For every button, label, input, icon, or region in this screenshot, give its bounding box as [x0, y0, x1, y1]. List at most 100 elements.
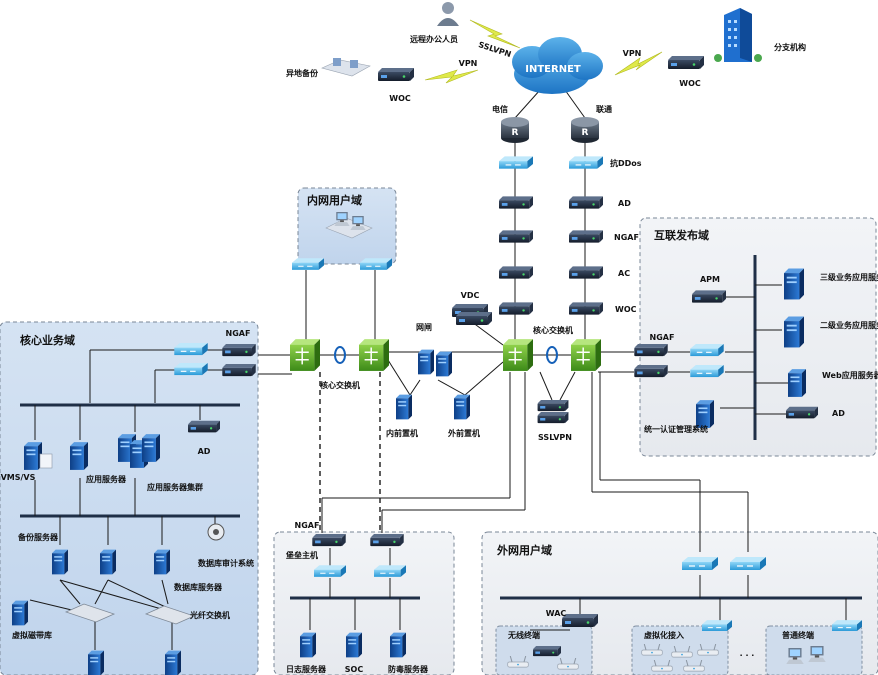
publish-ngaf-device-b [634, 365, 668, 378]
normal-terminal-switch [832, 620, 862, 632]
uam-server [696, 400, 714, 428]
normal-terminal-label: 普通终端 [782, 630, 814, 640]
ngaf-device-right [569, 230, 603, 243]
vtl-label: 虚拟磁带库 [12, 630, 52, 640]
wireless-label: 无线终端 [507, 630, 540, 640]
storage-server-b [165, 650, 181, 675]
zone-core-business-title: 核心业务域 [20, 333, 75, 347]
core-ngaf-device-a [222, 344, 256, 357]
wac-label: WAC [546, 609, 567, 618]
core-switch-left-a [290, 338, 320, 372]
ops-switch-a [314, 565, 346, 578]
core-ngaf-device-b [222, 364, 256, 377]
log-server-label: 日志服务器 [286, 664, 327, 674]
db-audit-icon [207, 523, 225, 541]
sslvpn-device [537, 400, 569, 424]
core-switch-right-b [571, 338, 601, 372]
wan-links [424, 19, 663, 84]
storage-server-a [88, 650, 104, 675]
l3-server [784, 268, 804, 300]
log-server [300, 632, 316, 658]
ac-device-right [569, 266, 603, 279]
publish-ad-device [786, 406, 818, 419]
business-ad-label: AD [198, 447, 211, 456]
db-audit-label: 数据库审计系统 [198, 558, 254, 568]
backup-server-label: 备份服务器 [17, 532, 59, 542]
chain-ngaf-label: NGAF [614, 233, 639, 242]
vdc-label: VDC [461, 291, 480, 300]
publish-switch-b [690, 365, 724, 378]
vms-server [24, 442, 42, 470]
trunk-link-right-icon [546, 346, 558, 364]
gap-server-b [436, 351, 452, 377]
ops-switch-b [374, 565, 406, 578]
l2-server-label: 二级业务应用服务器 [820, 320, 878, 330]
sslvpn-label: SSLVPN [538, 433, 572, 442]
woc-right-device [668, 56, 704, 69]
inner-frontend-server [396, 394, 412, 420]
wac-device [562, 614, 598, 627]
fc-switch-icons [64, 603, 196, 625]
business-switch-b [174, 363, 208, 376]
ad-device-right [569, 196, 603, 209]
chain-ad-label: AD [618, 199, 631, 208]
zone-external-users-title: 外网用户域 [496, 543, 552, 557]
av-server-label: 防毒服务器 [388, 664, 429, 674]
zone-internet-publish: 互联发布域 [639, 217, 877, 457]
dots-label: · · · [740, 651, 755, 660]
ops-ngaf-device-b [370, 534, 404, 547]
chain-woc-label: WOC [615, 305, 637, 314]
intranet-switch-right [360, 258, 392, 271]
branch-label: 分支机构 [774, 42, 806, 52]
anti-ddos-device-left [499, 156, 533, 170]
apm-label: APM [700, 275, 720, 284]
backup-server [52, 549, 68, 575]
db-server-label: 数据库服务器 [174, 582, 223, 592]
core-ngaf-label: NGAF [226, 329, 251, 338]
woc-device-left [499, 302, 533, 315]
fc-switch-label: 光纤交换机 [189, 610, 230, 620]
business-switch-a [174, 343, 208, 356]
db-server-a [100, 549, 116, 575]
virtual-access-label: 虚拟化接入 [644, 630, 684, 640]
core-switch-left-label: 核心交换机 [320, 380, 360, 390]
vpn-right-label: VPN [623, 49, 642, 58]
vms-label: VMS/VS [1, 473, 36, 482]
inner-frontend-label: 内前置机 [386, 428, 418, 438]
web-server [788, 369, 806, 397]
ac-device-left [499, 266, 533, 279]
app-server-label: 应用服务器 [86, 474, 127, 484]
outer-frontend-server [454, 394, 470, 420]
anti-ddos-device-right [569, 156, 603, 170]
backup-site-icon [321, 58, 371, 77]
uam-label: 统一认证管理系统 [644, 424, 708, 434]
telecom-label: 电信 [492, 104, 508, 114]
unicom-router-icon [571, 117, 599, 143]
apm-device [692, 290, 726, 303]
wireless-ap-device [533, 646, 561, 657]
l2-server [784, 316, 804, 348]
app-server [70, 442, 88, 470]
vpn-left-label: VPN [459, 59, 478, 68]
chain-ac-label: AC [618, 269, 630, 278]
ops-ngaf-label: NGAF [295, 521, 320, 530]
internet-cloud: INTERNET [512, 37, 603, 94]
vdc-device-b [456, 312, 492, 325]
publish-switch-a [690, 344, 724, 357]
outer-frontend-label: 外前置机 [448, 428, 480, 438]
db-server-b [154, 549, 170, 575]
publish-ngaf-label: NGAF [650, 333, 675, 342]
app-cluster-label: 应用服务器集群 [147, 482, 203, 492]
publish-ngaf-device-a [634, 344, 668, 357]
bastion-label: 堡垒主机 [286, 550, 318, 560]
connection-lines [20, 89, 862, 650]
intranet-switch-left [292, 258, 324, 271]
internet-label: INTERNET [525, 64, 581, 75]
woc-right-label: WOC [679, 79, 701, 88]
zone-core-business: 核心业务域 [0, 321, 259, 675]
gap-label: 网闸 [416, 322, 432, 332]
av-server [390, 632, 406, 658]
core-switch-right-label: 核心交换机 [533, 325, 573, 335]
virtual-access-switch [702, 620, 732, 632]
